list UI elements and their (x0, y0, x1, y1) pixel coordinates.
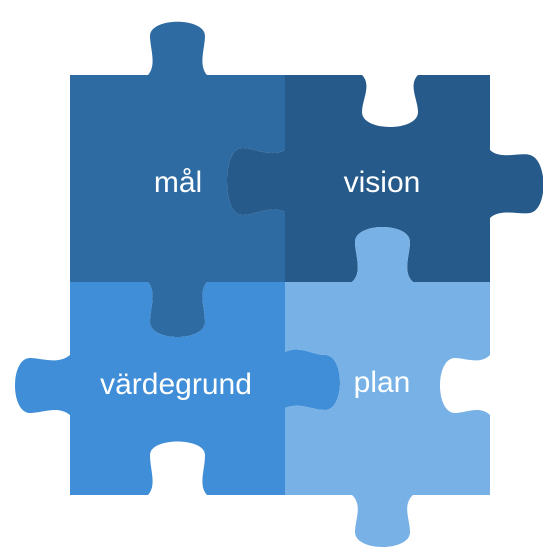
label-vision: vision (344, 166, 421, 199)
label-plan: plan (354, 366, 411, 399)
label-vardegrund: värdegrund (100, 368, 252, 401)
puzzle-piece-vardegrund (15, 282, 340, 495)
puzzle-piece-plan (285, 227, 490, 547)
puzzle-piece-vision (227, 75, 543, 282)
puzzle-piece-mal (70, 21, 285, 337)
label-mal: mål (154, 166, 202, 199)
